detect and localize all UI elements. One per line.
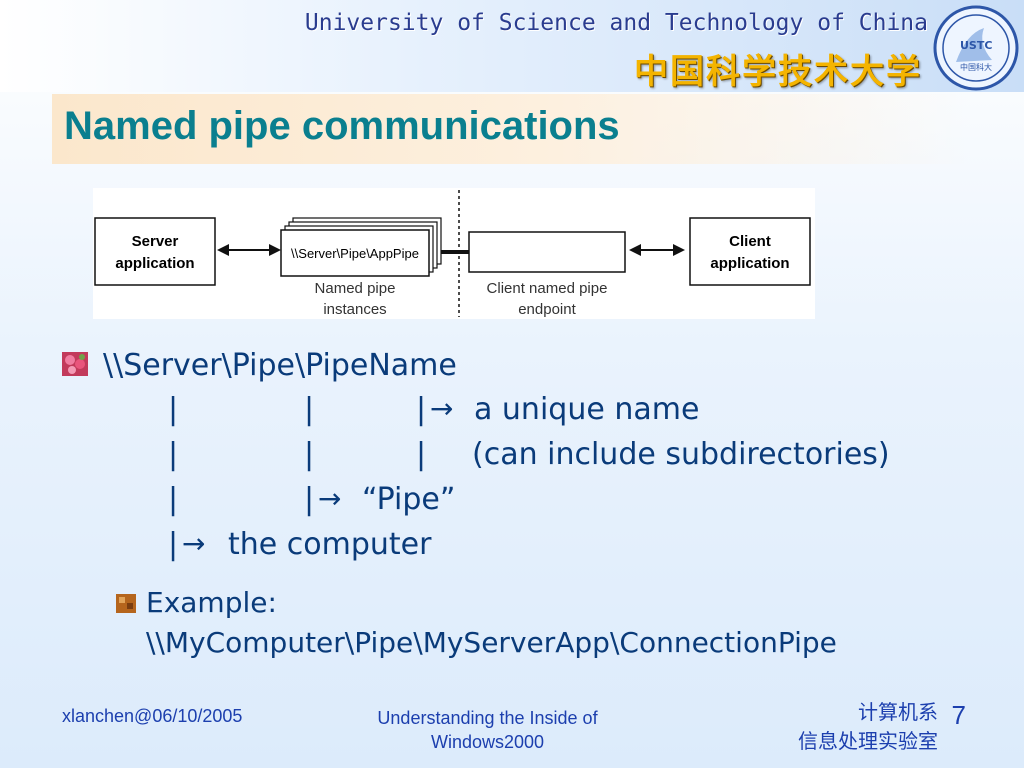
bullet-square-icon — [116, 594, 136, 613]
server-app-label-2: application — [115, 255, 194, 272]
example-label: Example: — [146, 586, 277, 619]
subdirectories-note: (can include subdirectories) — [472, 437, 890, 472]
footer-department: 计算机系 信息处理实验室 — [798, 698, 938, 756]
seal-label-cn: 中国科大 — [960, 62, 992, 72]
university-seal-icon: USTC 中国科大 — [933, 5, 1019, 91]
bullet-flower-icon — [62, 352, 88, 376]
server-app-label-1: Server — [132, 233, 179, 250]
pipe-instances-label-2: instances — [323, 301, 386, 318]
slide-title: Named pipe communications — [64, 104, 620, 148]
pipe-instances-label-1: Named pipe — [315, 280, 396, 297]
tree-bar: | — [304, 437, 315, 472]
footer-dept-line-2: 信息处理实验室 — [798, 729, 938, 753]
tree-bar: | — [304, 482, 315, 517]
seal-label: USTC — [960, 39, 992, 52]
unique-name-note: a unique name — [474, 392, 700, 427]
header-band — [0, 0, 1024, 92]
title-highlight-bar — [52, 94, 972, 164]
example-pipe-path: \\MyComputer\Pipe\MyServerApp\Connection… — [146, 626, 837, 659]
pipe-instance-path: \\Server\Pipe\AppPipe — [291, 246, 419, 261]
client-endpoint-label-2: endpoint — [518, 301, 576, 318]
arrow-right-icon: → — [318, 482, 342, 515]
arrow-head-right-2 — [673, 244, 685, 256]
named-pipe-diagram: Server application \\Server\Pipe\AppPipe… — [93, 188, 815, 319]
tree-bar: | — [168, 482, 179, 517]
client-app-box — [689, 217, 811, 286]
university-name-en: University of Science and Technology of … — [304, 10, 928, 36]
client-endpoint-box — [468, 231, 626, 273]
university-name-cn: 中国科学技术大学 — [634, 52, 922, 92]
footer-author-date: xlanchen@06/10/2005 — [62, 706, 243, 726]
arrow-head-left-2 — [629, 244, 641, 256]
tree-bar: | — [416, 437, 427, 472]
footer-course-line-1: Understanding the Inside of — [377, 708, 598, 728]
arrow-head-right — [269, 244, 281, 256]
tree-bar: | — [168, 392, 179, 427]
server-app-box — [94, 217, 216, 286]
tree-bar: | — [304, 392, 315, 427]
footer-course: Understanding the Inside of Windows2000 — [340, 706, 635, 754]
arrow-head-left — [217, 244, 229, 256]
page-number: 7 — [951, 700, 966, 730]
client-app-label-1: Client — [729, 233, 771, 250]
tree-bar: | — [168, 527, 179, 562]
tree-bar: | — [168, 437, 179, 472]
arrow-right-icon: → — [430, 392, 454, 425]
tree-bar: | — [416, 392, 427, 427]
pipe-keyword-note: “Pipe” — [362, 482, 456, 517]
pipe-instance-front — [280, 229, 430, 277]
computer-note: the computer — [228, 527, 432, 562]
footer-course-line-2: Windows2000 — [430, 732, 545, 752]
pipe-name-format: \\Server\Pipe\PipeName — [103, 348, 457, 383]
client-app-label-2: application — [710, 255, 789, 272]
arrow-right-icon: → — [182, 527, 206, 560]
footer-dept-line-1: 计算机系 — [858, 700, 938, 724]
client-endpoint-label-1: Client named pipe — [487, 280, 608, 297]
